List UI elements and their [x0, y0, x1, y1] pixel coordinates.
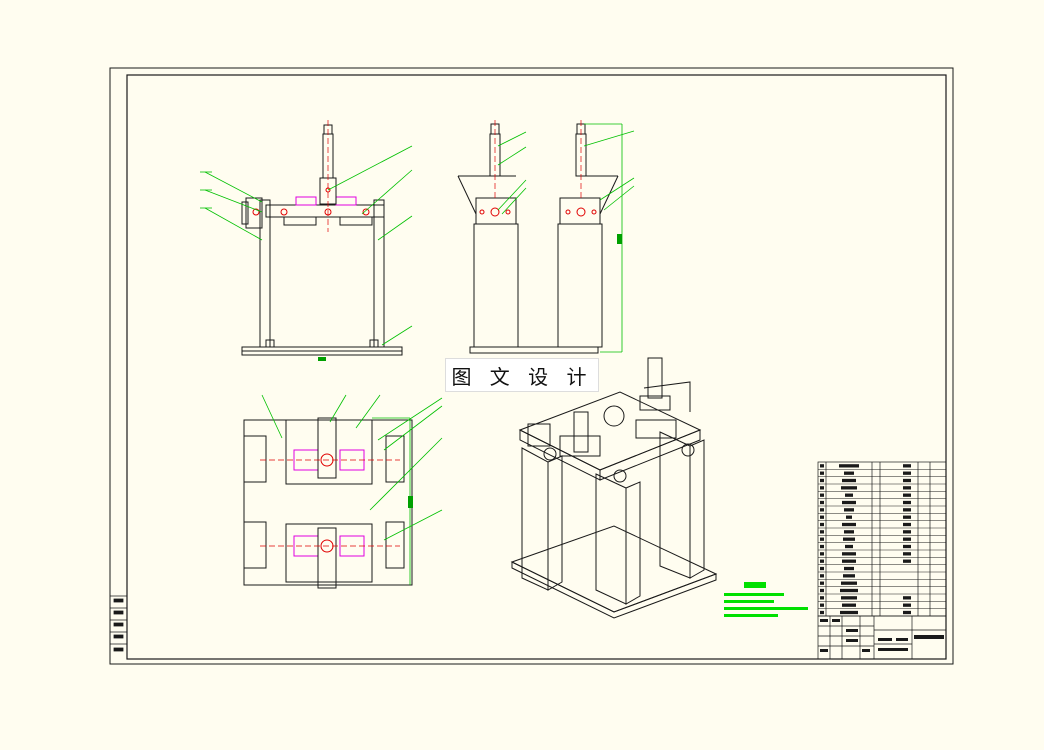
parts-list-material-mark	[903, 537, 911, 541]
title-block-fills	[820, 619, 944, 652]
parts-list-material-mark	[903, 610, 911, 615]
parts-list-index-mark	[820, 566, 824, 571]
parts-list-name-mark	[841, 486, 857, 490]
parts-list-name-mark	[844, 508, 854, 512]
parts-list-name-mark	[846, 515, 852, 519]
parts-list-index-mark	[820, 471, 824, 475]
dim-marker-top	[408, 496, 413, 508]
parts-list-material-mark	[903, 493, 911, 497]
parts-list-index-mark	[820, 493, 824, 497]
parts-list-material-mark	[903, 522, 911, 527]
parts-list-name-mark	[842, 603, 856, 607]
parts-list-index-mark	[820, 544, 824, 549]
parts-list-index-mark	[820, 508, 824, 512]
parts-list-material-mark	[903, 559, 911, 563]
binding-strip	[110, 595, 127, 652]
parts-list-material-mark	[903, 471, 911, 475]
parts-list-name-mark	[844, 530, 854, 534]
outer-border	[109, 67, 954, 665]
parts-list-name-mark	[840, 588, 858, 593]
parts-list-index-mark	[820, 464, 824, 468]
parts-list-material-mark	[903, 515, 911, 519]
parts-list-material-mark	[903, 500, 911, 505]
top-view-leaders	[261, 394, 443, 585]
parts-list-index-mark	[820, 574, 824, 578]
parts-list-material-mark	[903, 596, 911, 600]
top-view	[243, 417, 413, 589]
parts-list-name-mark	[845, 493, 853, 497]
parts-list-index-mark	[820, 530, 824, 534]
parts-list-material-mark	[903, 464, 911, 468]
front-view	[241, 120, 403, 361]
parts-list-name-mark	[842, 500, 856, 505]
parts-list-index-mark	[820, 552, 824, 556]
dim-marker	[617, 234, 622, 244]
parts-list-index-mark	[820, 603, 824, 607]
inner-border	[126, 74, 947, 660]
parts-list-index-mark	[820, 581, 824, 585]
parts-list-index-mark	[820, 515, 824, 519]
parts-list-index-mark	[820, 596, 824, 600]
isometric-view	[510, 357, 718, 619]
parts-list-material-mark	[903, 530, 911, 534]
parts-list-material-mark	[903, 486, 911, 490]
parts-list-name-mark	[842, 522, 856, 527]
parts-list	[817, 461, 947, 617]
parts-list-index-mark	[820, 610, 824, 615]
parts-list-index-mark	[820, 500, 824, 505]
parts-list-index-mark	[820, 588, 824, 593]
parts-list-index-mark	[820, 522, 824, 527]
parts-list-index-mark	[820, 559, 824, 563]
parts-list-index-mark	[820, 478, 824, 483]
side-view-pair	[457, 120, 619, 354]
parts-list-material-mark	[903, 544, 911, 549]
parts-list-name-mark	[842, 552, 856, 556]
parts-list-index-mark	[820, 486, 824, 490]
parts-list-name-mark	[843, 574, 855, 578]
parts-list-name-mark	[843, 537, 855, 541]
tech-requirements	[724, 582, 808, 617]
parts-list-name-mark	[842, 478, 856, 483]
parts-list-name-mark	[841, 581, 857, 585]
side-view-leaders	[497, 123, 635, 353]
parts-list-name-mark	[841, 596, 857, 600]
parts-list-name-mark	[840, 610, 858, 615]
parts-list-material-mark	[903, 603, 911, 607]
title-block	[817, 615, 947, 660]
front-view-leaders	[200, 145, 413, 346]
parts-list-material-mark	[903, 478, 911, 483]
parts-list-name-mark	[842, 559, 856, 563]
parts-list-rows	[818, 464, 946, 615]
parts-list-name-mark	[845, 544, 853, 549]
parts-list-index-mark	[820, 537, 824, 541]
parts-list-material-mark	[903, 508, 911, 512]
parts-list-material-mark	[903, 552, 911, 556]
parts-list-name-mark	[839, 464, 859, 468]
parts-list-name-mark	[844, 471, 854, 475]
parts-list-name-mark	[844, 566, 854, 571]
watermark: 图 文 设 计	[445, 358, 599, 392]
